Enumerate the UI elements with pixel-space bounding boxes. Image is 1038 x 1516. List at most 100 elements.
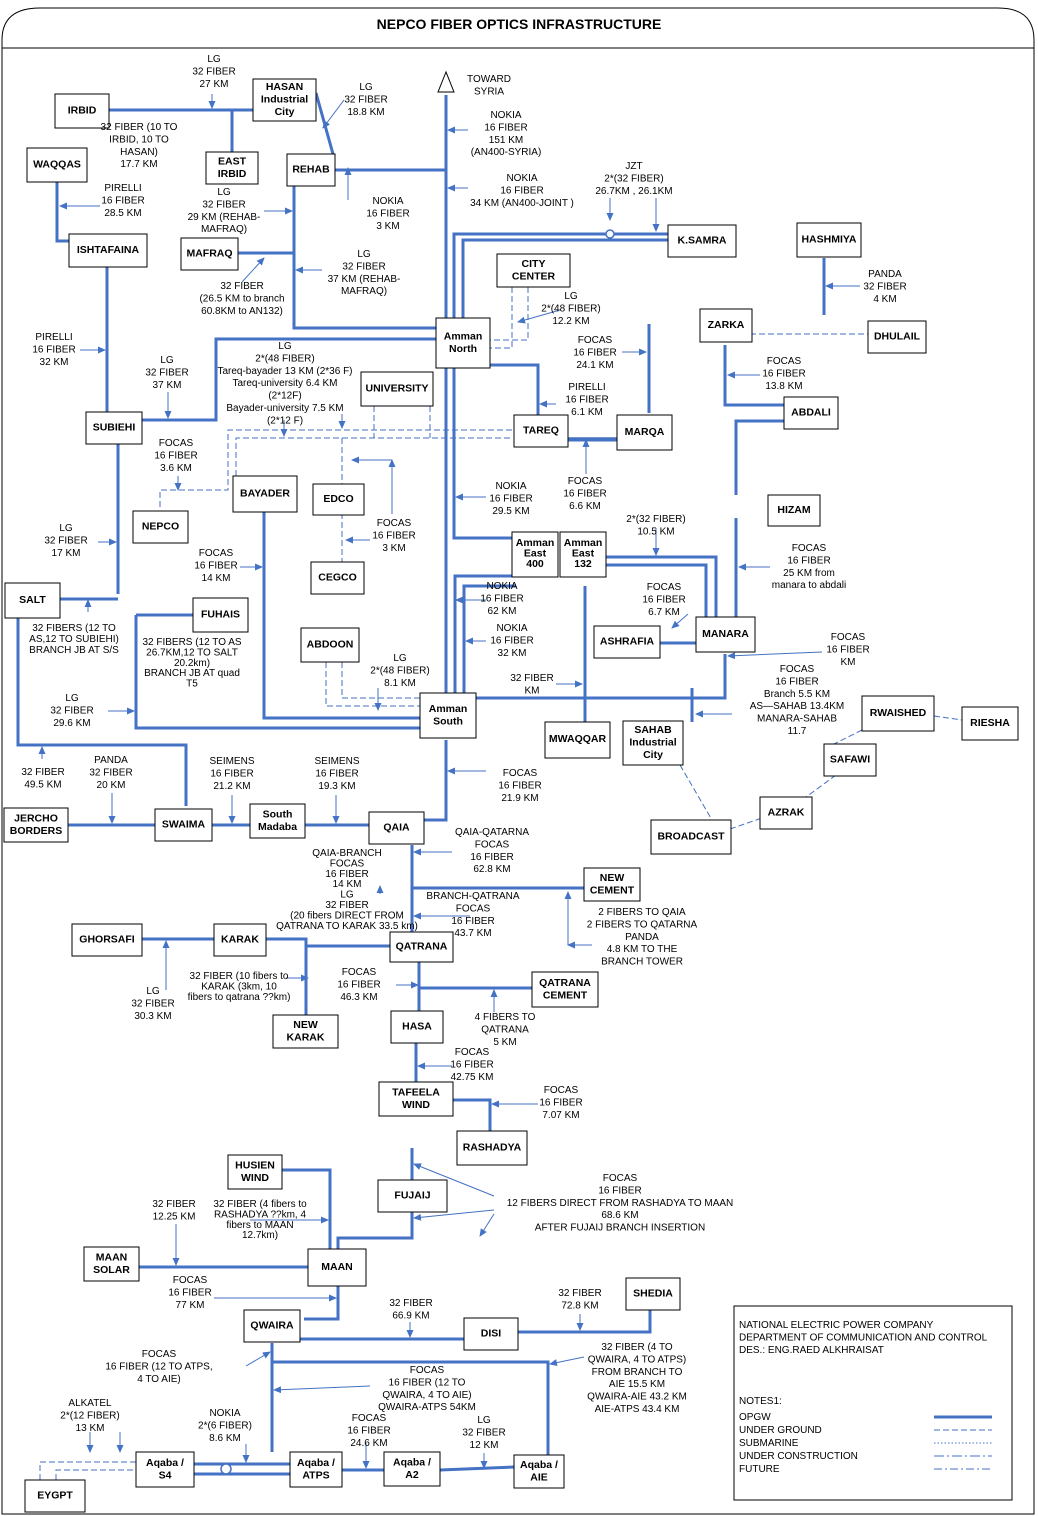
annotation-line: BRANCH JB AT S/S — [29, 645, 119, 656]
annotation-line: 12 FIBERS DIRECT FROM RASHADYA TO MAAN — [507, 1198, 734, 1209]
annotation-line: FOCAS — [456, 903, 491, 914]
annotation-line: 27 KM — [200, 79, 229, 90]
annotation-line: IRBID, 10 TO — [109, 134, 169, 145]
station-label: NEW — [600, 872, 625, 884]
station-label: MAFRAQ — [186, 248, 232, 260]
station-label: HASA — [402, 1021, 432, 1033]
annotation-line: 32 FIBER — [344, 94, 387, 105]
annotation-line: 49.5 KM — [24, 779, 61, 790]
station-label: RASHADYA — [463, 1142, 522, 1154]
annotation-line: Branch 5.5 KM — [764, 689, 830, 700]
station-mwaqqar: MWAQQAR — [544, 721, 611, 759]
annotation-line: PIRELLI — [104, 183, 141, 194]
station-egypt: EYGPT — [24, 1479, 86, 1513]
annotation-line: 20 KM — [97, 780, 126, 791]
station-label: KARAK — [221, 934, 259, 946]
annotation-line: AFTER FUJAIJ BRANCH INSERTION — [535, 1223, 705, 1234]
annotation-line: 32 FIBER — [145, 367, 188, 378]
station-bayader: BAYADER — [232, 475, 298, 513]
annotation-line: (2*12F) — [268, 391, 301, 402]
station-label: Amman — [429, 703, 468, 715]
station-label: NEW — [293, 1019, 318, 1031]
annotation-line: 37 KM (REHAB- — [328, 274, 401, 285]
annotation-line: PIRELLI — [35, 332, 72, 343]
annotation-line: 12.7km) — [242, 1230, 278, 1241]
station-label: Aqaba / — [146, 1457, 184, 1469]
annotation-line: FOCAS — [142, 1349, 177, 1360]
station-label: K.SAMRA — [678, 235, 727, 247]
annotation-line: 32 FIBER — [50, 705, 93, 716]
annotation-line: 8.1 KM — [384, 678, 416, 689]
station-label: ABDALI — [791, 407, 831, 419]
annotation-line: 4 KM — [873, 294, 896, 305]
legend-item: FUTURE — [739, 1464, 780, 1475]
station-label: FUJAIJ — [394, 1190, 430, 1202]
station-label: MAAN — [321, 1261, 353, 1273]
annotation-line: 32 FIBER — [89, 767, 132, 778]
annotation-line: 32 FIBER — [389, 1298, 432, 1309]
station-label: CEMENT — [590, 884, 635, 896]
annotation-line: FOCAS — [342, 967, 377, 978]
annotation-line: 32 FIBER — [510, 673, 553, 684]
annotation-line: 29.6 KM — [53, 718, 90, 729]
annotation-line: 32 FIBER — [21, 767, 64, 778]
annotation-line: FOCAS — [173, 1275, 208, 1286]
annotation-line: 21.2 KM — [213, 781, 250, 792]
legend-company-line: DEPARTMENT OF COMMUNICATION AND CONTROL — [739, 1333, 988, 1344]
annotation-line: fibers to qatrana ??km) — [188, 992, 291, 1003]
diagram-title: NEPCO FIBER OPTICS INFRASTRUCTURE — [377, 16, 662, 32]
station-abdoon: ABDOON — [300, 627, 360, 663]
annotation-line: FOCAS — [159, 438, 194, 449]
annotation-line: 16 FIBER — [484, 122, 527, 133]
station-label: MARQA — [625, 426, 665, 438]
annotation-line: FOCAS — [544, 1085, 579, 1096]
station-label: ISHTAFAINA — [77, 244, 140, 256]
annotation-line: 18.8 KM — [347, 107, 384, 118]
station-label: Amman — [444, 330, 483, 342]
legend-company-line: NATIONAL ELECTRIC POWER COMPANY — [739, 1320, 934, 1331]
annotation-line: 16 FIBER — [762, 368, 805, 379]
annotation-line: 13.8 KM — [765, 381, 802, 392]
annotation-line: NOKIA — [486, 581, 517, 592]
station-aqaba-s4: Aqaba /S4 — [135, 1451, 195, 1488]
annotation-line: 3.6 KM — [160, 463, 192, 474]
legend-item: UNDER GROUND — [739, 1425, 822, 1436]
annotation-line: fibers to MAAN — [226, 1220, 293, 1231]
annotation-line: FROM BRANCH TO — [592, 1367, 683, 1378]
annotation-line: 43.7 KM — [454, 928, 491, 939]
annotation-line: FOCAS — [792, 543, 827, 554]
annotation-line: ALKATEL — [68, 1398, 112, 1409]
annotation-line: 16 FIBER (12 TO ATPS, — [105, 1361, 212, 1372]
annotation-line: 32 FIBER — [202, 199, 245, 210]
station-label: WIND — [241, 1172, 269, 1184]
legend-notes-title: NOTES1: — [739, 1396, 782, 1407]
station-label: BROADCAST — [657, 831, 725, 843]
annotation-l34: LG2*(48 FIBER)8.1 KM — [370, 653, 429, 689]
station-label: UNIVERSITY — [365, 383, 428, 395]
annotation-line: MAFRAQ) — [201, 224, 247, 235]
annotation-line: BRANCH TOWER — [601, 957, 683, 968]
annotation-line: TOWARD — [467, 74, 511, 85]
station-label: SAHAB — [634, 724, 672, 736]
station-label: DISI — [481, 1328, 502, 1340]
annotation-line: 2*(48 FIBER) — [541, 303, 600, 314]
